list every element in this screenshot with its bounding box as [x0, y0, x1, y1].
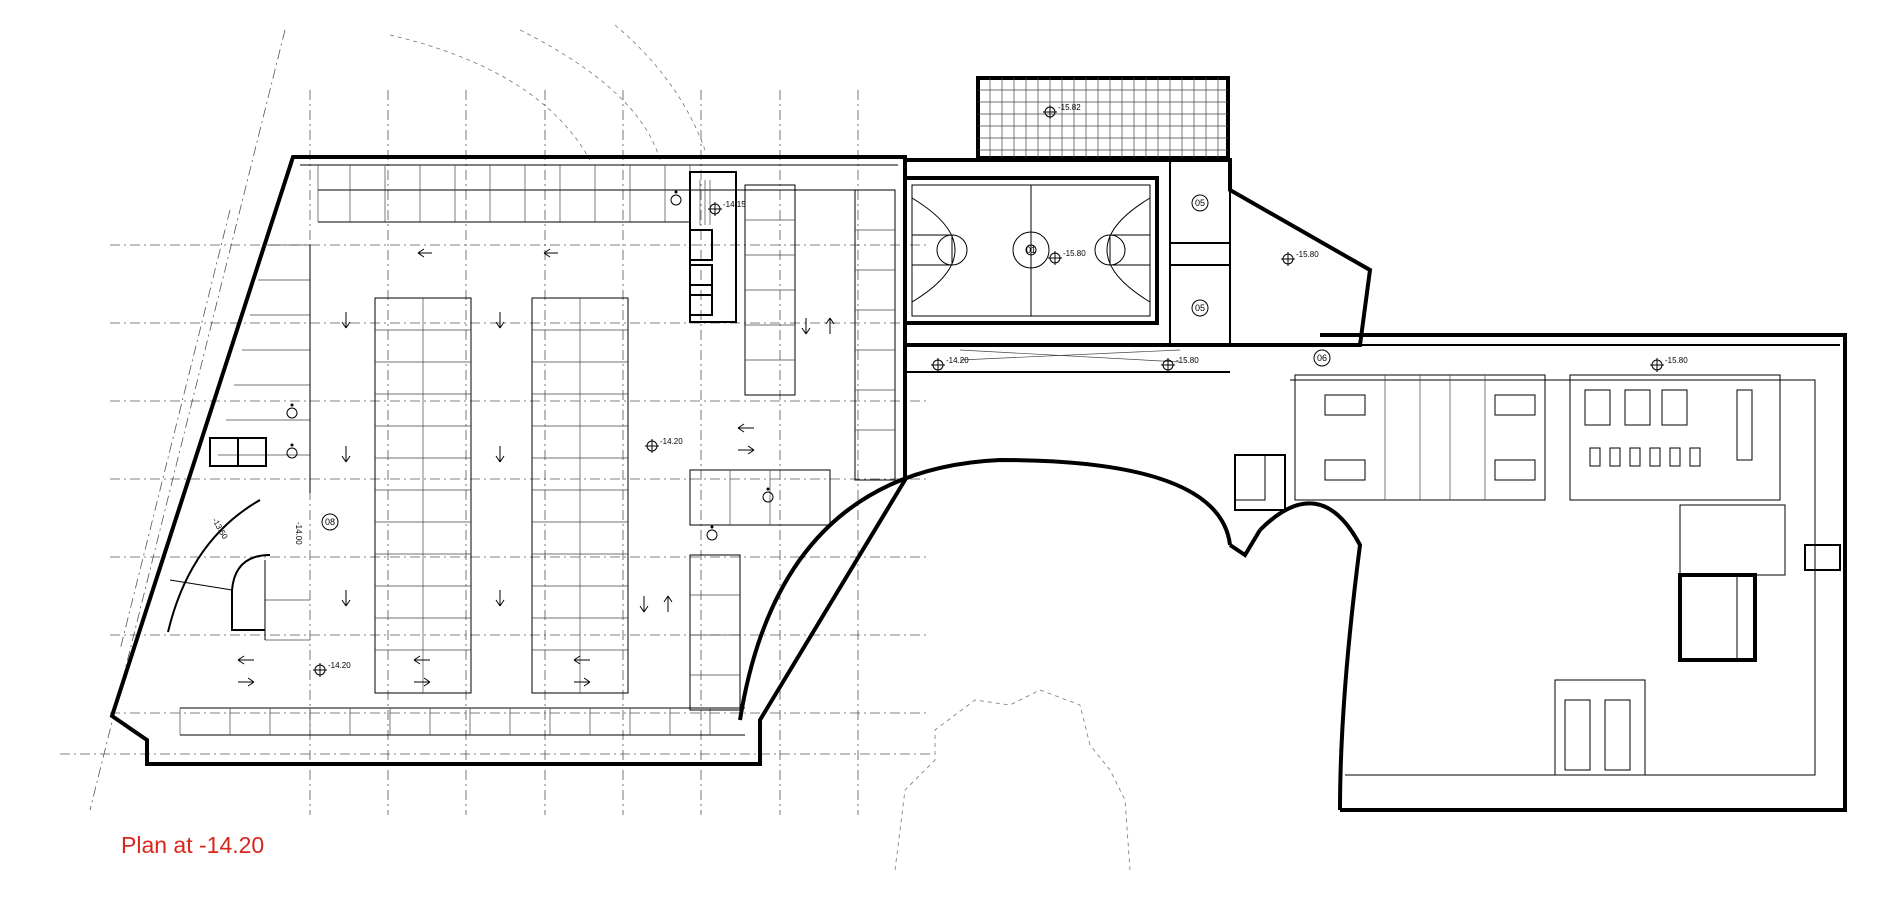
parking-bays-east	[689, 184, 896, 711]
sports-hall	[903, 76, 1373, 347]
level-marker-icon	[1281, 252, 1295, 266]
direction-arrow-icon	[414, 677, 431, 687]
direction-arrow-icon	[574, 677, 591, 687]
direction-arrow-icon	[663, 595, 673, 612]
accessible-parking-icon	[762, 487, 774, 503]
level-label-plant-room: -15.80	[1665, 356, 1688, 365]
level-marker-icon	[1650, 358, 1664, 372]
accessible-parking-spots	[286, 190, 774, 541]
parking-bays-south	[179, 708, 711, 735]
direction-arrow-icon	[341, 446, 351, 463]
parking-bays-central-b	[531, 297, 629, 694]
parking-level	[109, 155, 907, 766]
ramp	[167, 499, 271, 633]
arch-courtyard	[738, 457, 1363, 811]
level-label-stair-top: -14.15	[723, 200, 746, 209]
direction-arrow-icon	[237, 655, 254, 665]
level-label-court: -15.80	[1063, 249, 1086, 258]
parking-bays-central-a	[374, 297, 472, 694]
direction-arrow-icon	[495, 446, 505, 463]
level-marker-icon	[708, 202, 722, 216]
direction-arrow-icon	[341, 312, 351, 329]
direction-arrow-icon	[639, 596, 649, 613]
level-label-parking-south: -14.20	[328, 661, 351, 670]
level-marker-icon	[645, 439, 659, 453]
accessible-parking-icon	[286, 403, 298, 419]
site-outlines	[389, 24, 1131, 871]
direction-arrow-icon	[801, 318, 811, 335]
level-label-court-top: -15.82	[1058, 103, 1081, 112]
level-marker-icon	[1161, 358, 1175, 372]
parking-bays-north	[317, 165, 691, 223]
accessible-parking-icon	[670, 190, 682, 206]
level-label-ramp-side-a: -14.00	[294, 522, 303, 545]
roof-grid	[978, 78, 1228, 158]
level-label-parking-main: -14.20	[660, 437, 683, 446]
level-marker-icon	[1043, 105, 1057, 119]
direction-arrow-icon	[238, 677, 255, 687]
room-tag-court: 01	[1026, 245, 1036, 255]
direction-arrow-icon	[495, 312, 505, 329]
traffic-arrows	[237, 248, 835, 687]
level-markers: -14.20 -14.20 -14.20 -14.15 -15.80	[210, 103, 1688, 677]
direction-arrow-icon	[737, 423, 754, 433]
room-tag-changing-b: 05	[1195, 303, 1205, 313]
level-label-service-east: -15.80	[1296, 250, 1319, 259]
accessible-parking-icon	[706, 525, 718, 541]
direction-arrow-icon	[573, 655, 590, 665]
corridor	[905, 344, 1840, 373]
accessible-parking-icon	[286, 443, 298, 459]
level-marker-icon	[1048, 251, 1062, 265]
room-tag-parking: 08	[325, 517, 335, 527]
direction-arrow-icon	[738, 445, 755, 455]
parking-bays-west	[209, 244, 311, 641]
room-tags: 05 05 06 08 01	[321, 194, 1331, 531]
structural-grid	[60, 29, 930, 815]
stair-core	[689, 171, 737, 323]
plan-caption: Plan at -14.20	[121, 832, 264, 858]
room-tag-changing-a: 05	[1195, 198, 1205, 208]
level-marker-icon	[313, 663, 327, 677]
level-label-corridor: -15.80	[1176, 356, 1199, 365]
plant-wing	[1234, 333, 1847, 812]
level-marker-icon	[931, 358, 945, 372]
direction-arrow-icon	[543, 248, 558, 258]
direction-arrow-icon	[495, 590, 505, 607]
room-tag-lobby: 06	[1317, 353, 1327, 363]
direction-arrow-icon	[825, 317, 835, 334]
direction-arrow-icon	[417, 248, 432, 258]
level-label-ramp-east: -14.20	[946, 356, 969, 365]
direction-arrow-icon	[413, 655, 430, 665]
direction-arrow-icon	[341, 590, 351, 607]
